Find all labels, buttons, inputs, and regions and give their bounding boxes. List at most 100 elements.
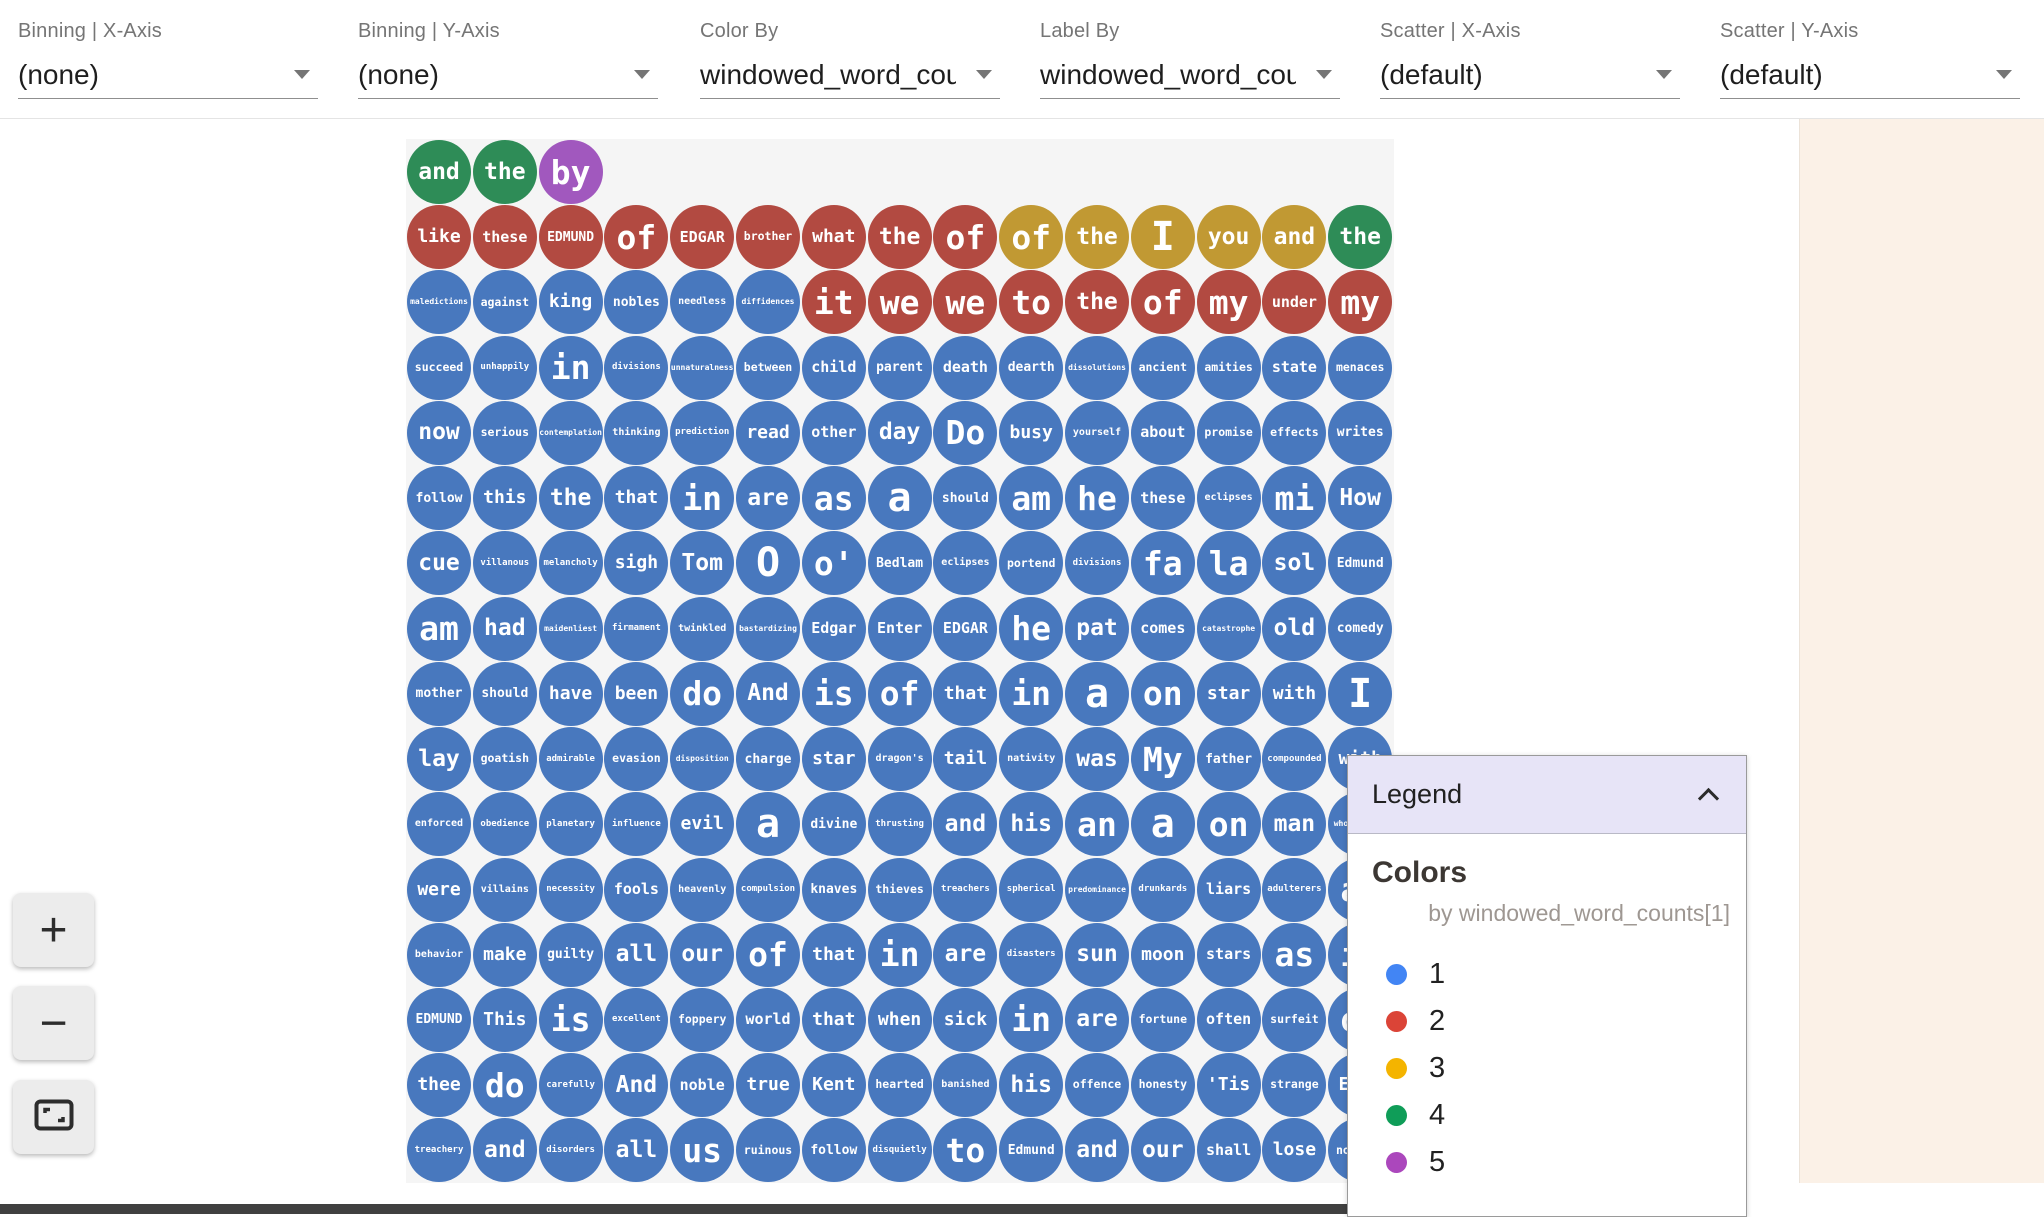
word-bubble[interactable]: to	[933, 1118, 998, 1183]
word-bubble[interactable]: liars	[1196, 857, 1261, 922]
word-bubble[interactable]: bastardizing	[736, 596, 800, 661]
word-bubble[interactable]: honesty	[1130, 1053, 1195, 1118]
word-bubble[interactable]: o'	[801, 531, 866, 596]
word-bubble[interactable]: that	[933, 661, 998, 726]
word-bubble[interactable]: thee	[407, 1053, 471, 1118]
word-bubble[interactable]: amities	[1196, 335, 1261, 400]
zoom-in-button[interactable]: +	[13, 893, 94, 967]
word-bubble[interactable]: is	[801, 661, 866, 726]
word-bubble[interactable]: all	[604, 922, 669, 987]
word-bubble[interactable]: my	[1328, 270, 1393, 335]
word-bubble[interactable]: villanous	[472, 531, 537, 596]
fit-to-screen-button[interactable]	[13, 1080, 94, 1154]
word-bubble[interactable]: promise	[1196, 400, 1261, 465]
word-bubble[interactable]: I	[1130, 205, 1195, 270]
word-bubble[interactable]: are	[933, 922, 998, 987]
word-bubble[interactable]: under	[1262, 270, 1327, 335]
word-bubble[interactable]: enforced	[407, 792, 471, 857]
word-bubble[interactable]: his	[999, 1053, 1064, 1118]
zoom-out-button[interactable]: −	[13, 986, 94, 1060]
word-bubble[interactable]: EDGAR	[670, 205, 735, 270]
word-bubble[interactable]: pat	[1065, 596, 1129, 661]
word-bubble[interactable]: divine	[801, 792, 866, 857]
word-bubble[interactable]: EDGAR	[933, 596, 998, 661]
word-bubble[interactable]: our	[670, 922, 735, 987]
word-bubble[interactable]: necessity	[538, 857, 603, 922]
word-bubble[interactable]: hearted	[867, 1053, 932, 1118]
word-bubble[interactable]: this	[472, 466, 537, 531]
word-bubble[interactable]: stars	[1196, 922, 1261, 987]
word-bubble[interactable]: eclipses	[933, 531, 998, 596]
word-bubble[interactable]: thieves	[867, 857, 932, 922]
word-bubble[interactable]: of	[999, 205, 1064, 270]
scatter-x-axis-select[interactable]: (default)	[1380, 51, 1680, 99]
word-bubble[interactable]: it	[801, 270, 866, 335]
word-bubble[interactable]: you	[1196, 205, 1261, 270]
word-bubble[interactable]: a	[867, 466, 932, 531]
word-bubble[interactable]: in	[999, 661, 1064, 726]
word-bubble[interactable]: the	[1065, 205, 1129, 270]
word-bubble[interactable]: do	[670, 661, 735, 726]
legend-item[interactable]: 1	[1372, 951, 1732, 998]
word-bubble[interactable]: by	[538, 140, 603, 204]
word-bubble[interactable]: thinking	[604, 400, 669, 465]
word-bubble[interactable]: goatish	[472, 727, 537, 792]
word-bubble[interactable]: Enter	[867, 596, 932, 661]
word-bubble[interactable]: and	[1262, 205, 1327, 270]
word-bubble[interactable]: sigh	[604, 531, 669, 596]
word-bubble[interactable]: EDMUND	[407, 987, 471, 1052]
word-bubble[interactable]: writes	[1328, 400, 1393, 465]
word-bubble[interactable]: death	[933, 335, 998, 400]
word-bubble[interactable]: guilty	[538, 922, 603, 987]
word-bubble[interactable]: admirable	[538, 727, 603, 792]
word-bubble[interactable]: Edmund	[999, 1118, 1064, 1183]
word-bubble[interactable]: influence	[604, 792, 669, 857]
word-bubble[interactable]: and	[472, 1118, 537, 1183]
word-bubble[interactable]: moon	[1130, 922, 1195, 987]
word-bubble[interactable]: fa	[1130, 531, 1195, 596]
word-bubble[interactable]: melancholy	[538, 531, 603, 596]
word-bubble[interactable]: state	[1262, 335, 1327, 400]
color-by-select[interactable]: windowed_word_counts	[700, 51, 1000, 99]
word-bubble[interactable]: brother	[736, 205, 800, 270]
word-bubble[interactable]: And	[736, 661, 800, 726]
word-bubble[interactable]: are	[736, 466, 800, 531]
word-bubble[interactable]: am	[407, 596, 471, 661]
word-bubble[interactable]: treachers	[933, 857, 998, 922]
word-bubble[interactable]: other	[801, 400, 866, 465]
word-bubble[interactable]: of	[736, 922, 800, 987]
word-bubble[interactable]: effects	[1262, 400, 1327, 465]
word-bubble[interactable]: do	[472, 1053, 537, 1118]
word-bubble[interactable]: offence	[1065, 1053, 1129, 1118]
word-bubble[interactable]: maidenliest	[538, 596, 603, 661]
word-bubble[interactable]: what	[801, 205, 866, 270]
word-bubble[interactable]: sol	[1262, 531, 1327, 596]
word-bubble[interactable]: against	[472, 270, 537, 335]
binning-x-axis-select[interactable]: (none)	[18, 51, 318, 99]
word-bubble[interactable]: often	[1196, 987, 1261, 1052]
word-bubble[interactable]: true	[736, 1053, 800, 1118]
word-bubble[interactable]: dearth	[999, 335, 1064, 400]
word-bubble[interactable]: is	[538, 987, 603, 1052]
word-bubble[interactable]: a	[736, 792, 800, 857]
word-bubble[interactable]: comes	[1130, 596, 1195, 661]
word-bubble[interactable]: disquietly	[867, 1118, 932, 1183]
word-bubble[interactable]: planetary	[538, 792, 603, 857]
word-bubble[interactable]: obedience	[472, 792, 537, 857]
word-bubble[interactable]: maledictions	[407, 270, 471, 335]
word-bubble[interactable]: fools	[604, 857, 669, 922]
word-bubble[interactable]: were	[407, 857, 471, 922]
word-bubble[interactable]: spherical	[999, 857, 1064, 922]
word-bubble[interactable]: unnaturalness	[670, 335, 735, 400]
word-bubble[interactable]: should	[933, 466, 998, 531]
word-bubble[interactable]: star	[1196, 661, 1261, 726]
word-bubble[interactable]: dragon's	[867, 727, 932, 792]
word-bubble[interactable]: strange	[1262, 1053, 1327, 1118]
word-bubble[interactable]: Edgar	[801, 596, 866, 661]
word-bubble[interactable]: divisions	[604, 335, 669, 400]
word-bubble[interactable]: father	[1196, 727, 1261, 792]
word-bubble[interactable]: contemplation	[538, 400, 603, 465]
word-bubble[interactable]: he	[1065, 466, 1129, 531]
word-bubble[interactable]: that	[801, 922, 866, 987]
word-bubble[interactable]: serious	[472, 400, 537, 465]
